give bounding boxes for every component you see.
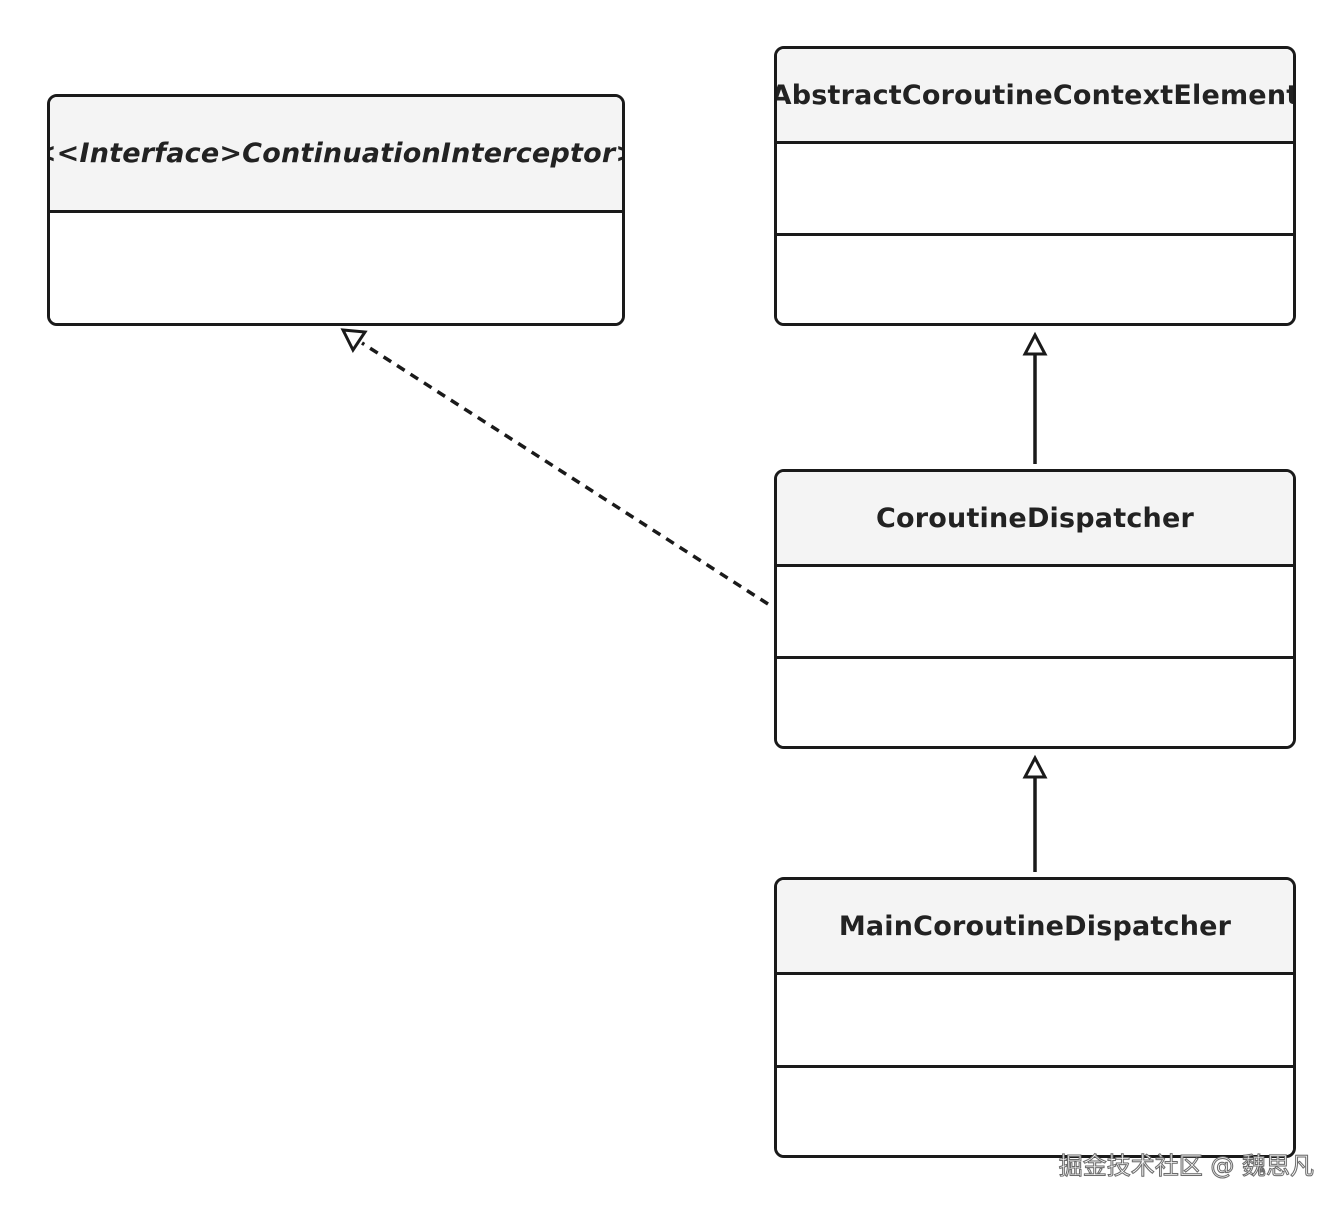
class-coroutine-dispatcher[interactable]: CoroutineDispatcher [774, 469, 1296, 749]
class-attributes [777, 975, 1293, 1068]
class-name: MainCoroutineDispatcher [777, 880, 1293, 975]
class-methods [777, 659, 1293, 746]
class-name: AbstractCoroutineContextElement [777, 49, 1293, 144]
class-abstract-coroutine-context-element[interactable]: AbstractCoroutineContextElement [774, 46, 1296, 326]
class-name: <<Interface>ContinuationInterceptor> [50, 97, 622, 213]
realization-line [361, 341, 769, 606]
realization-arrowhead [340, 328, 368, 353]
inheritance-arrowhead-main-dispatcher [1022, 754, 1048, 779]
class-attributes [50, 213, 622, 323]
class-attributes [777, 144, 1293, 236]
inheritance-arrowhead-dispatcher [1022, 331, 1048, 356]
class-main-coroutine-dispatcher[interactable]: MainCoroutineDispatcher [774, 877, 1296, 1158]
class-methods [777, 236, 1293, 323]
class-name: CoroutineDispatcher [777, 472, 1293, 567]
class-continuation-interceptor[interactable]: <<Interface>ContinuationInterceptor> [47, 94, 625, 326]
class-attributes [777, 567, 1293, 659]
watermark-text: 掘金技术社区 @ 魏思凡 [1058, 1152, 1314, 1181]
class-methods [777, 1068, 1293, 1155]
